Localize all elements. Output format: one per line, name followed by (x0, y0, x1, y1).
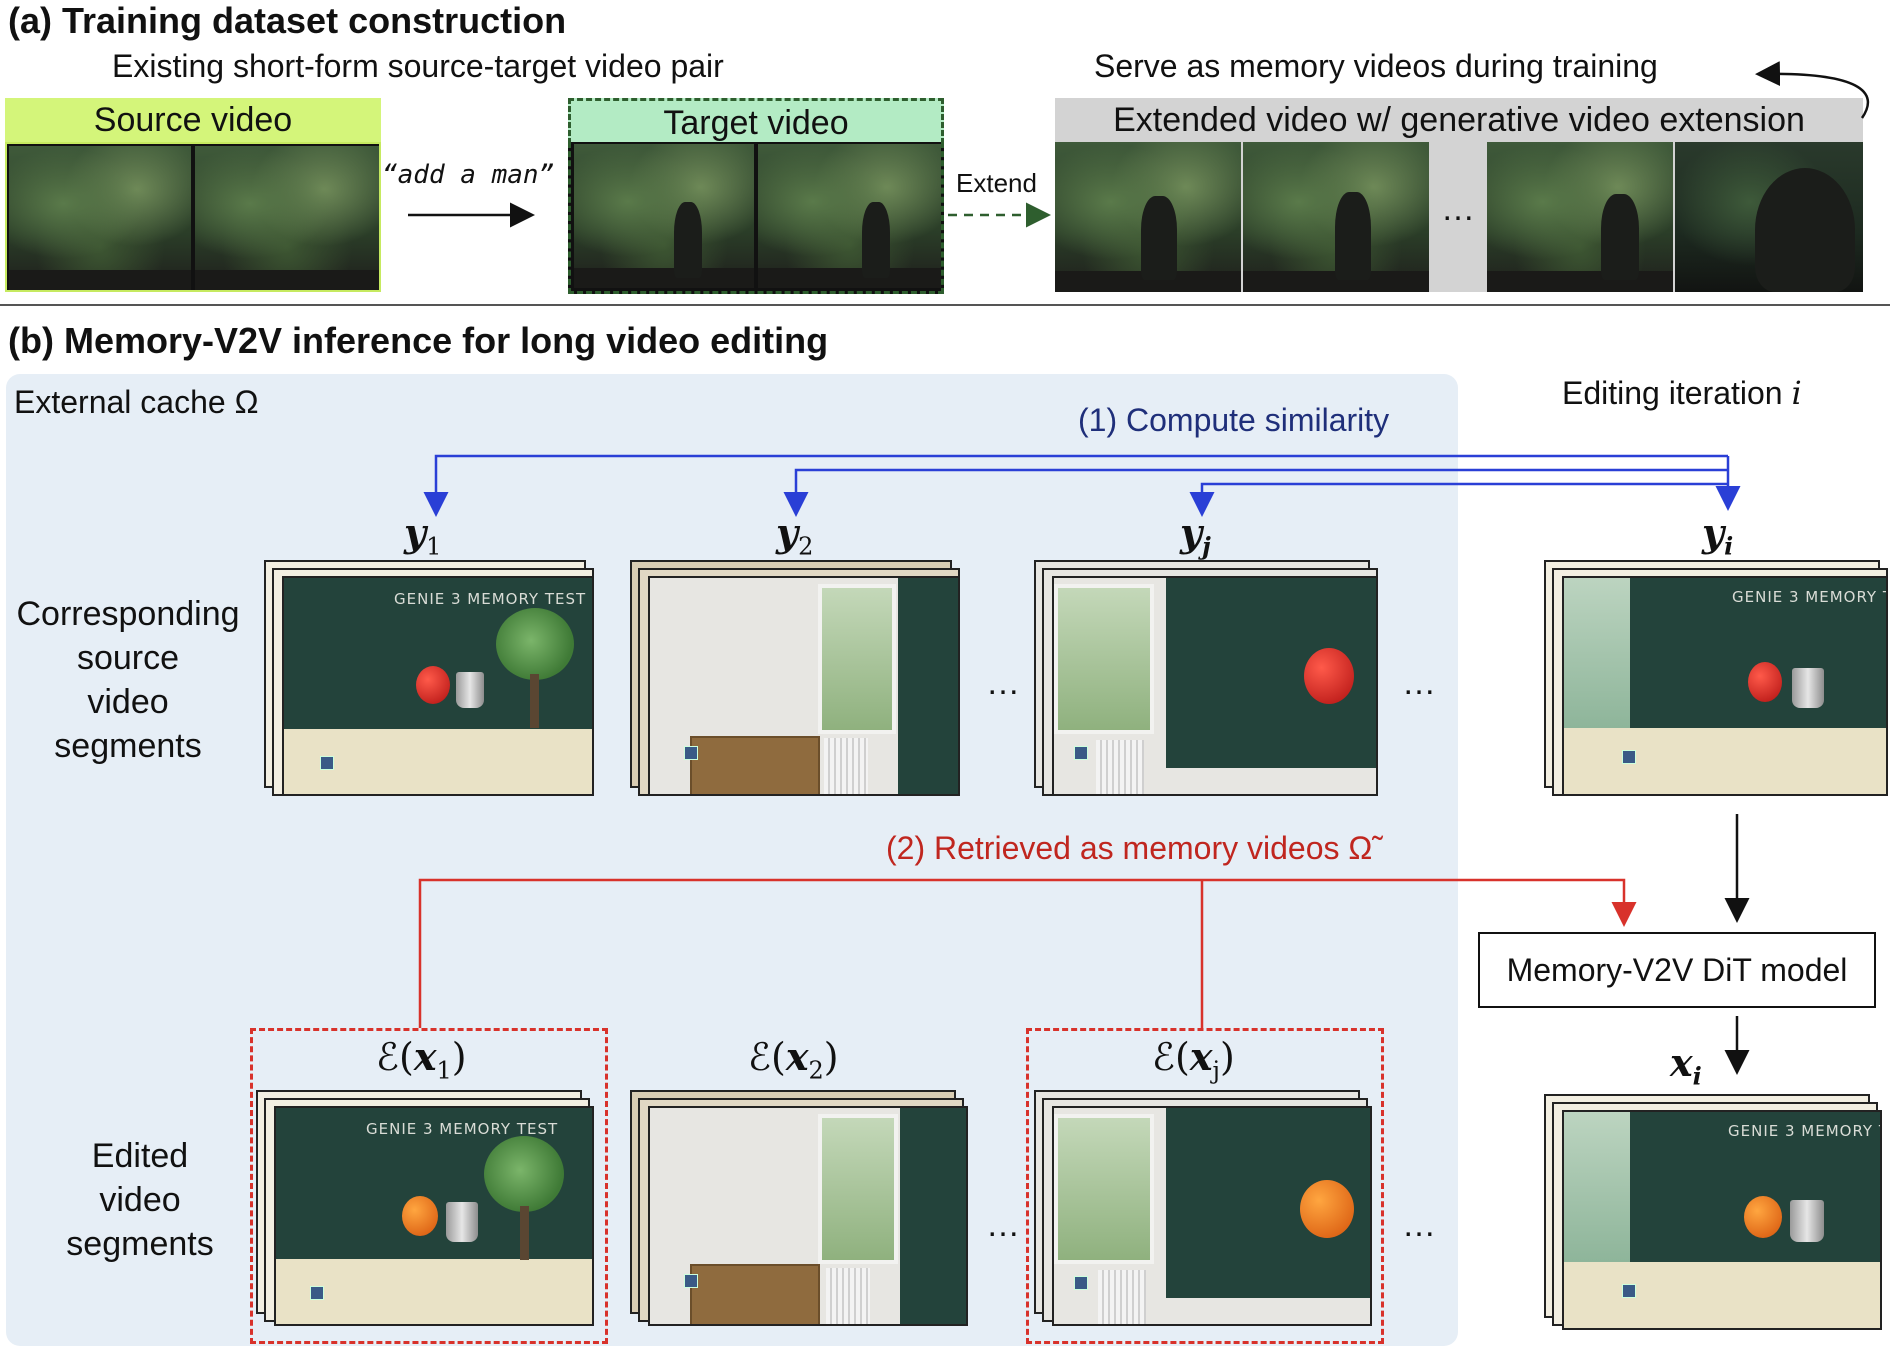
pair-caption: Existing short-form source-target video … (112, 48, 724, 84)
edited-segment-xi: GENIE 3 MEMORY TEST (1544, 1094, 1888, 1334)
edited-segment-xj (1034, 1090, 1378, 1330)
source-frame (195, 146, 379, 290)
extended-video-label: Extended video w/ generative video exten… (1055, 98, 1863, 142)
source-segment-yi: GENIE 3 MEMORY TEST (1544, 560, 1888, 796)
editing-iteration-label: Editing iteration i (1562, 374, 1802, 412)
extended-frame (1487, 142, 1673, 292)
source-segment-y1: GENIE 3 MEMORY TEST (264, 560, 594, 796)
edited-row-ellipsis: … (986, 1206, 1020, 1244)
external-cache-label: External cache Ω (14, 384, 259, 420)
edit-prompt: “add a man” (382, 160, 555, 190)
memory-v2v-dit-model: Memory-V2V DiT model (1478, 932, 1876, 1008)
memory-caption: Serve as memory videos during training (1094, 48, 1658, 84)
frame-blackboard-edited: GENIE 3 MEMORY TEST (274, 1106, 594, 1326)
frame-blackboard: GENIE 3 MEMORY TEST (282, 576, 594, 796)
extended-frame (1675, 142, 1863, 292)
source-video-strip (5, 142, 381, 292)
extended-frame (1055, 142, 1241, 292)
source-row-ellipsis: … (986, 664, 1020, 702)
frame-window-board (1052, 576, 1378, 796)
target-video-label: Target video (568, 98, 944, 144)
memory-loop-arrow (1755, 61, 1870, 119)
extended-video-strip: … (1055, 142, 1863, 292)
retrieved-box-x1 (250, 1028, 608, 1344)
step1-compute-similarity: (1) Compute similarity (1078, 402, 1390, 438)
target-video-strip (568, 142, 944, 294)
section-b-title: (b) Memory-V2V inference for long video … (8, 320, 829, 361)
frame-blackboard-current-edited: GENIE 3 MEMORY TEST (1562, 1110, 1882, 1330)
y1-label: y1 (404, 510, 442, 561)
frame-window-board-edited (1052, 1106, 1372, 1326)
section-a-arrows (408, 61, 1870, 228)
target-frame (758, 144, 941, 288)
e-x2-label: ℰ(x2) (748, 1034, 839, 1085)
extend-label: Extend (956, 168, 1037, 198)
retrieved-box-xj (1026, 1028, 1384, 1344)
frame-room (648, 576, 960, 796)
xi-label: xi (1670, 1040, 1702, 1091)
extended-ellipsis: … (1441, 190, 1475, 228)
source-segments-label: Corresponding source video segments (16, 595, 240, 765)
e-x1-label: ℰ(x1) (376, 1034, 467, 1085)
yi-label: yi (1702, 510, 1734, 561)
extended-frame (1243, 142, 1429, 292)
frame-room-edited (648, 1106, 968, 1326)
frame-blackboard-current: GENIE 3 MEMORY TEST (1562, 576, 1888, 796)
edited-segments-label: Edited video segments (66, 1137, 214, 1263)
yj-label: yj (1180, 510, 1211, 561)
source-segment-y2 (630, 560, 960, 796)
step2-retrieved-memory: (2) Retrieved as memory videos Ω̃ (886, 830, 1373, 866)
source-segment-yj (1034, 560, 1378, 796)
section-divider (0, 304, 1890, 306)
e-xj-label: ℰ(xj) (1152, 1034, 1235, 1085)
target-frame (574, 144, 754, 288)
edited-segment-x2 (630, 1090, 974, 1330)
source-frame (9, 146, 191, 290)
retrieval-arrows (418, 878, 1637, 1028)
similarity-arrows (423, 454, 1741, 517)
source-video-label: Source video (5, 98, 381, 142)
edited-row-ellipsis-2: … (1402, 1206, 1436, 1244)
edited-segment-x1: GENIE 3 MEMORY TEST (256, 1090, 600, 1330)
y2-label: y2 (776, 510, 814, 561)
section-a-title: (a) Training dataset construction (8, 0, 567, 41)
source-row-ellipsis-2: … (1402, 664, 1436, 702)
